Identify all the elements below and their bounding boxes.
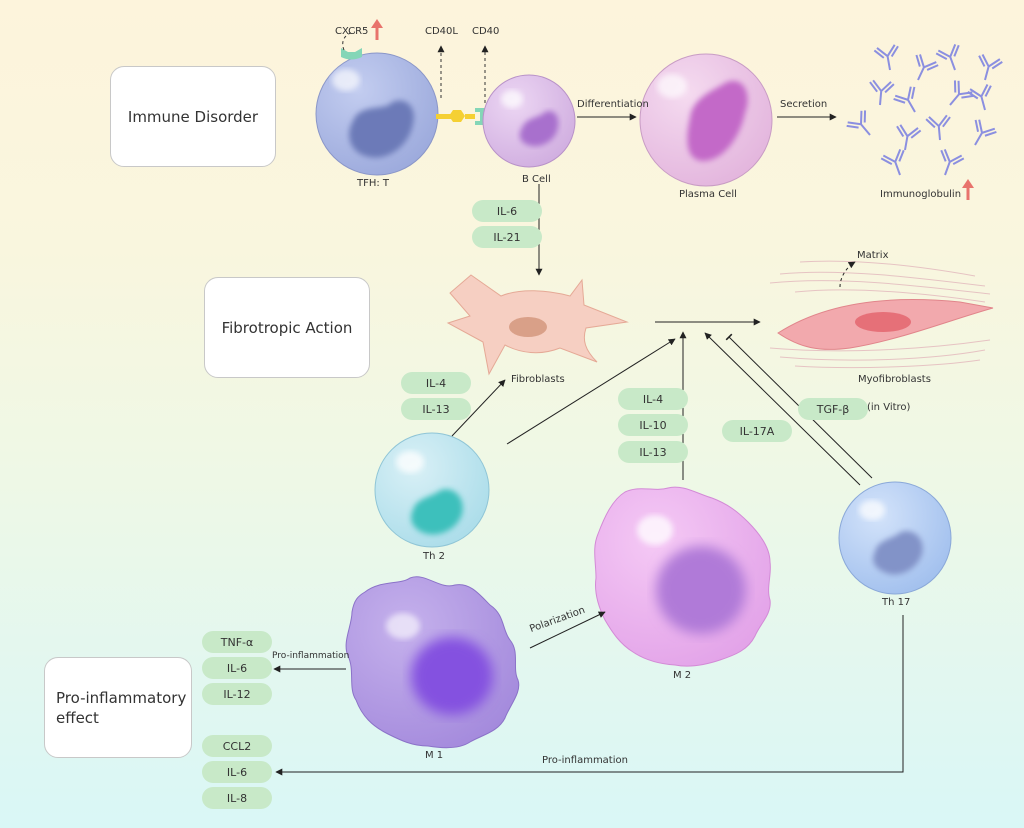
cxcr5-label: CXCR5 xyxy=(335,26,369,37)
myofibroblast-cell xyxy=(769,260,994,369)
cytokine-pill: IL-13 xyxy=(618,441,688,463)
cytokine-pill: IL-6 xyxy=(202,761,272,783)
cytokine-pill: IL-21 xyxy=(472,226,542,248)
fibroblasts-label: Fibroblasts xyxy=(511,374,565,385)
m2-macrophage-label: M 2 xyxy=(673,670,692,681)
pro-inflammatory-effect-box: Pro-inflammatory effect xyxy=(44,657,192,758)
tfh-cell-label: TFH: T xyxy=(357,178,390,189)
plasma-cell xyxy=(639,53,773,187)
cd40l-label: CD40L xyxy=(425,26,458,37)
th2-cell-label: Th 2 xyxy=(423,551,445,562)
plasma-cell-label: Plasma Cell xyxy=(679,189,737,200)
immune-disorder-label: Immune Disorder xyxy=(127,107,259,126)
matrix-label: Matrix xyxy=(857,250,889,261)
immunoglobulin-cluster xyxy=(844,42,1004,181)
cytokine-pill: IL-12 xyxy=(202,683,272,705)
in-vitro-label: (in Vitro) xyxy=(867,402,911,413)
cytokine-pill: IL-6 xyxy=(472,200,542,222)
cytokine-pill: IL-4 xyxy=(618,388,688,410)
cytokine-pill: TNF-α xyxy=(202,631,272,653)
m1-macrophage-label: M 1 xyxy=(425,750,444,761)
cytokine-pill: IL-13 xyxy=(401,398,471,420)
cd40-label: CD40 xyxy=(472,26,500,37)
differentiation-label: Differentiation xyxy=(577,99,649,110)
pro-inflammatory-label-line2: effect xyxy=(56,708,99,727)
pro-inflammatory-label-line1: Pro-inflammatory xyxy=(56,688,187,707)
b-cell-label: B Cell xyxy=(522,174,551,185)
m1-macrophage xyxy=(345,576,520,749)
immunoglobulin-label: Immunoglobulin xyxy=(880,189,962,200)
fibroblast-cell xyxy=(446,274,629,376)
cytokine-pill: IL-17A xyxy=(722,420,792,442)
cytokine-pill: IL-8 xyxy=(202,787,272,809)
cytokine-pill: IL-6 xyxy=(202,657,272,679)
myofibroblasts-label: Myofibroblasts xyxy=(858,374,931,385)
fibrotropic-action-box: Fibrotropic Action xyxy=(204,277,370,378)
cytokine-pill: TGF-β xyxy=(798,398,868,420)
m2-macrophage xyxy=(594,486,771,667)
th17-cell-label: Th 17 xyxy=(882,597,911,608)
immunoglobulin-increase-arrow xyxy=(962,179,974,200)
b-cell xyxy=(482,74,576,168)
th2-cell xyxy=(374,432,490,548)
pro-inflammation-th17-label: Pro-inflammation xyxy=(542,755,628,766)
cxcr5-receptor xyxy=(341,48,362,60)
fibrotropic-action-label: Fibrotropic Action xyxy=(221,318,353,337)
cytokine-pill: IL-4 xyxy=(401,372,471,394)
pro-inflammation-m1-label: Pro-inflammation xyxy=(272,651,350,661)
immune-disorder-box: Immune Disorder xyxy=(110,66,276,167)
cxcr5-increase-arrow xyxy=(371,19,383,40)
th17-cell xyxy=(838,481,952,595)
secretion-label: Secretion xyxy=(780,99,828,110)
tfh-cell xyxy=(315,52,439,176)
cytokine-pill: IL-10 xyxy=(618,414,688,436)
cytokine-pill: CCL2 xyxy=(202,735,272,757)
